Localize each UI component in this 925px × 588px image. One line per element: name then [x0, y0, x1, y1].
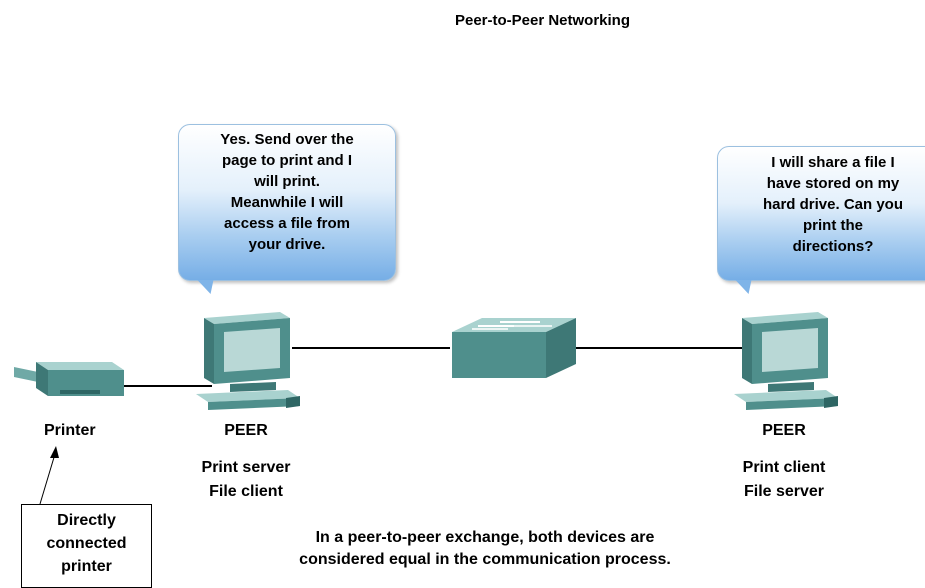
left-peer-computer-icon: [196, 312, 300, 410]
right-peer-computer-icon: [734, 312, 838, 410]
caption: In a peer-to-peer exchange, both devices…: [230, 527, 740, 571]
caption-line-2: considered equal in the communication pr…: [299, 551, 671, 568]
left-peer-role-2: File client: [209, 483, 283, 500]
printer-label: Printer: [44, 422, 96, 439]
arrow-head: [50, 446, 59, 458]
directly-connected-printer-note: Directly connected printer: [21, 504, 152, 588]
left-peer-role-1: Print server: [201, 459, 291, 476]
left-peer-speech-bubble: Yes. Send over the page to print and I w…: [178, 124, 396, 281]
note-to-printer-arrow: [39, 453, 56, 505]
caption-line-1: In a peer-to-peer exchange, both devices…: [315, 529, 655, 546]
right-peer-label: PEER: [762, 422, 806, 439]
printer-icon: [14, 362, 124, 396]
right-peer-role-1: Print client: [742, 459, 826, 476]
switch-icon: [452, 318, 576, 378]
diagram-title: Peer-to-Peer Networking: [454, 12, 631, 29]
right-peer-speech-bubble: I will share a file I have stored on my …: [717, 146, 925, 281]
right-peer-role-2: File server: [743, 483, 825, 500]
left-peer-label: PEER: [224, 422, 268, 439]
